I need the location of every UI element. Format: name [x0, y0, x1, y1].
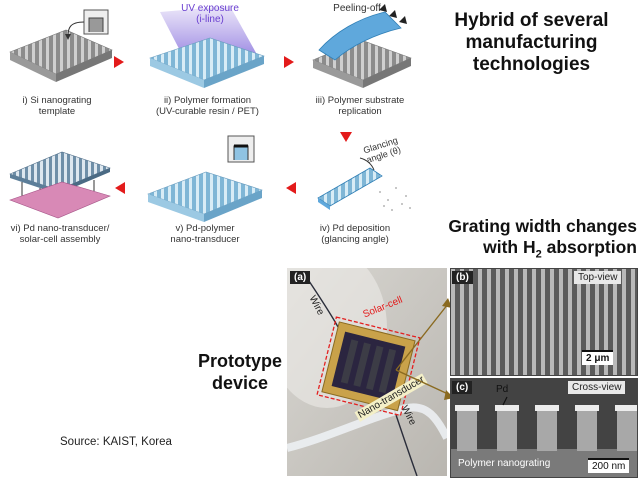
step-2-subtitle: (UV-curable resin / PET): [156, 106, 259, 117]
step-3-title: iii) Polymer substrate: [315, 95, 405, 106]
step-1-subtitle: template: [38, 106, 76, 117]
si-template-illustration: [9, 9, 113, 82]
prototype-photo-drawing: [287, 268, 447, 476]
step-3-caption: iii) Polymer substrate replication: [300, 95, 420, 117]
sem-pd-label: Pd: [496, 384, 509, 395]
sem-top-view-label: Top-view: [574, 271, 622, 284]
uv-exposure-line2: (i-line): [196, 14, 224, 25]
transducer-illustration: [147, 135, 263, 222]
step-5-caption: v) Pd-polymer nano-transducer: [150, 223, 260, 245]
hybrid-heading-line3: technologies: [472, 54, 591, 75]
peeling-illustration: [312, 4, 412, 88]
step-2-title: ii) Polymer formation: [163, 95, 252, 106]
step-5-subtitle: nano-transducer: [170, 234, 240, 245]
step-2-figure: [140, 2, 270, 94]
sem-top-scale: 2 μm: [582, 350, 614, 365]
polymer-formation-illustration: [149, 6, 265, 88]
sem-cross-label: (c): [452, 381, 473, 394]
step-1-title: i) Si nanograting: [22, 95, 92, 106]
step-3-figure: [305, 2, 415, 94]
arrow-4-5: [286, 182, 296, 194]
step-5-title: v) Pd-polymer: [175, 223, 235, 234]
grating-heading-line2: with H2 absorption: [483, 237, 637, 261]
step-2-caption: ii) Polymer formation (UV-curable resin …: [140, 95, 275, 117]
uv-exposure-label: UV exposure (i-line): [170, 3, 250, 25]
step-6-caption: vi) Pd nano-transducer/ solar-cell assem…: [0, 223, 120, 245]
sem-grating-label: Polymer nanograting: [458, 458, 551, 469]
arrow-2-3: [284, 56, 294, 68]
step-5-figure: [140, 134, 270, 224]
step-4-subtitle: (glancing angle): [321, 234, 389, 245]
grating-heading: Grating width changes with H2 absorption: [420, 216, 637, 266]
sem-top-label: (b): [452, 271, 473, 284]
prototype-photo: [287, 268, 447, 476]
hybrid-heading: Hybrid of several manufacturing technolo…: [424, 10, 639, 76]
prototype-heading-line2: device: [211, 373, 269, 393]
photo-label: (a): [290, 271, 311, 284]
step-6-subtitle: solar-cell assembly: [19, 234, 101, 245]
step-4-title: iv) Pd deposition: [319, 223, 391, 234]
step-6-title: vi) Pd nano-transducer/: [10, 223, 110, 234]
arrow-5-6: [115, 182, 125, 194]
assembly-illustration: [9, 151, 111, 219]
step-4-figure: [310, 140, 420, 220]
step-6-figure: [4, 134, 114, 224]
arrow-1-2: [114, 56, 124, 68]
sem-cross-scale: 200 nm: [588, 458, 630, 473]
step-4-caption: iv) Pd deposition (glancing angle): [300, 223, 410, 245]
peel-label: Peeling-off: [333, 3, 381, 14]
arrow-3-4: [340, 132, 352, 142]
grating-heading-line1: Grating width changes: [448, 216, 637, 236]
step-3-subtitle: replication: [338, 106, 382, 117]
uv-exposure-line1: UV exposure: [181, 3, 239, 14]
hybrid-heading-line2: manufacturing: [465, 32, 598, 53]
step-1-caption: i) Si nanograting template: [2, 95, 112, 117]
step-1-figure: [4, 2, 114, 92]
hybrid-heading-line1: Hybrid of several: [454, 10, 609, 31]
sem-cross-view-label: Cross-view: [568, 381, 626, 394]
source-note: Source: KAIST, Korea: [60, 436, 172, 448]
deposition-illustration: [317, 157, 411, 211]
prototype-heading: Prototype device: [190, 350, 290, 394]
prototype-heading-line1: Prototype: [197, 351, 282, 371]
